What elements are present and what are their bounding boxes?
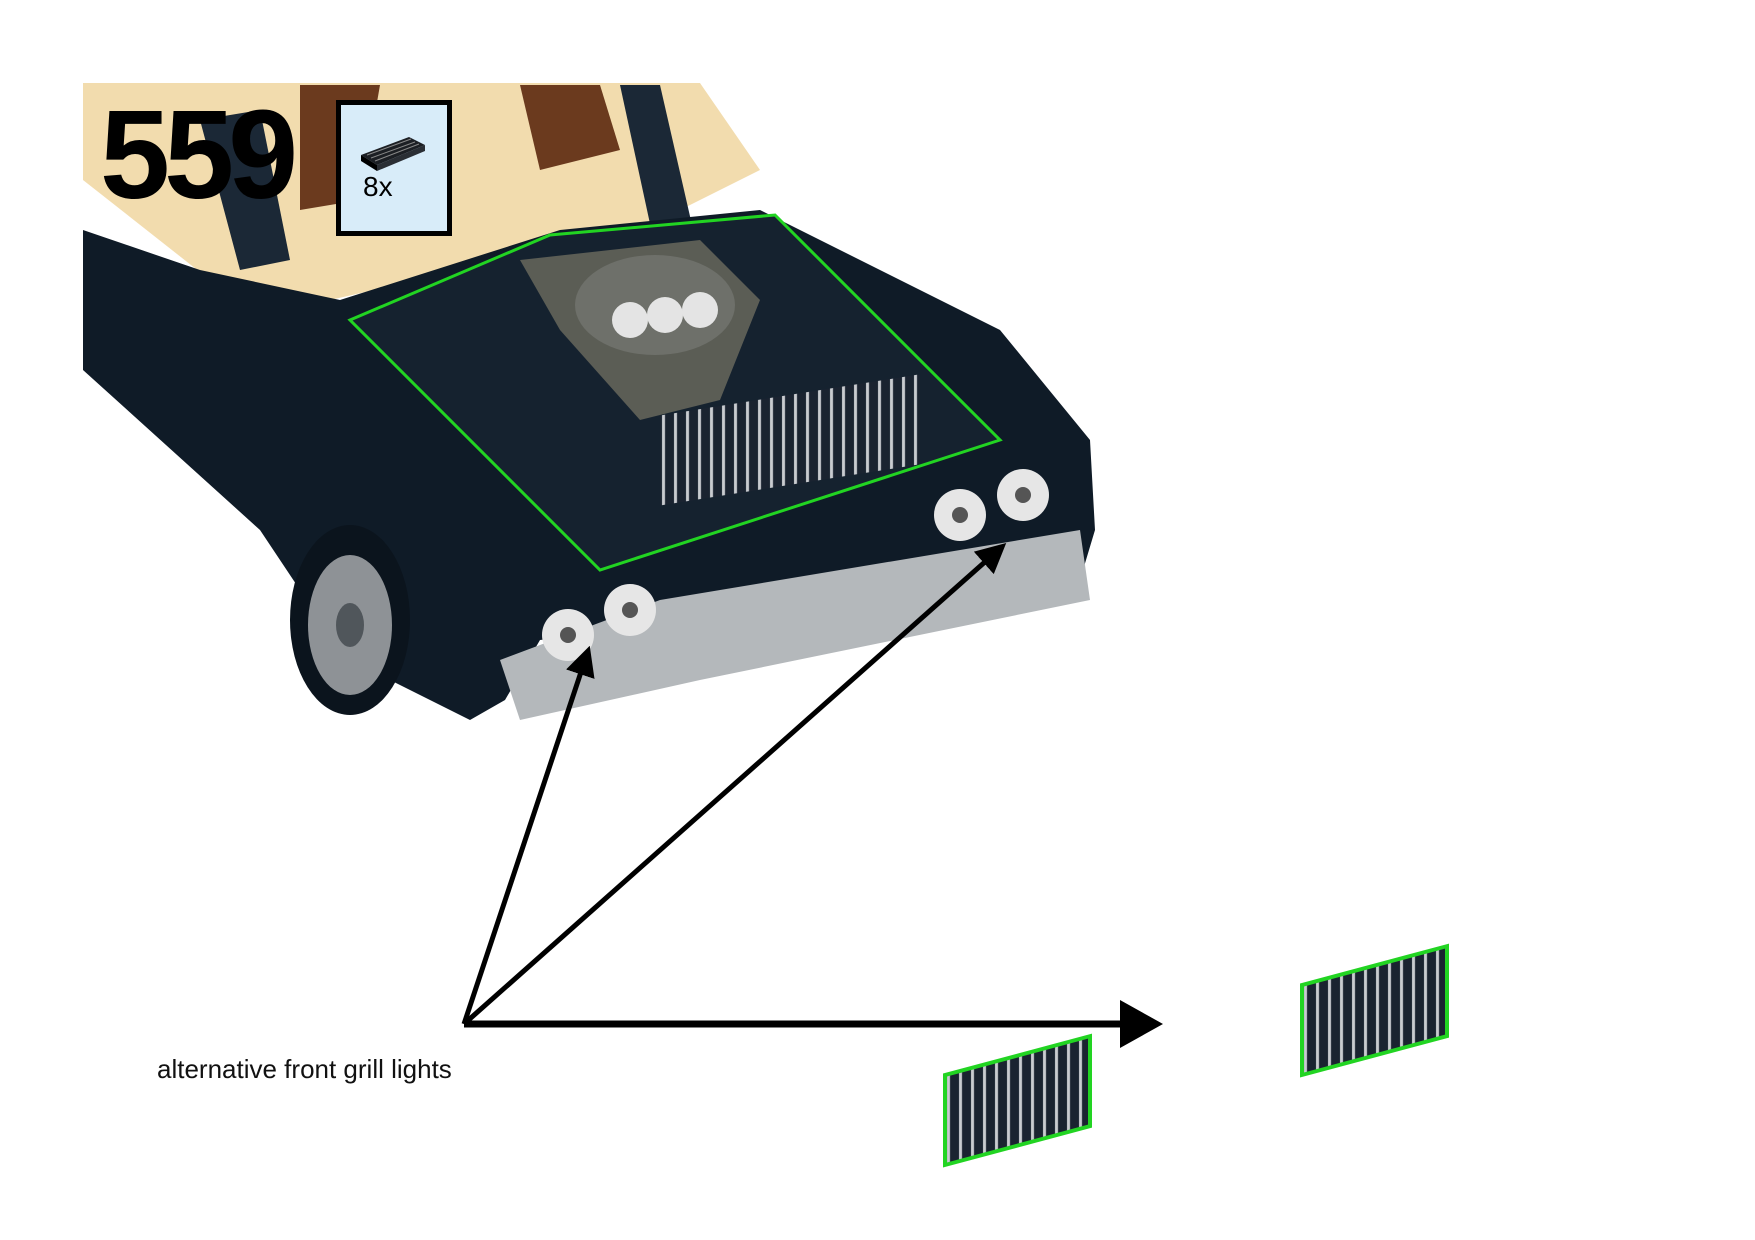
grill-part-small [943,1033,1092,1168]
part-quantity: 8x [363,171,393,202]
arrow-right-lights [462,543,1007,1026]
grill-part-large [1300,943,1449,1078]
grille-tile-part-icon [361,137,425,171]
callout-caption: alternative front grill lights [157,1054,452,1084]
car-body [83,210,1095,720]
arrow-left-lights [461,645,595,1025]
callout-arrows [461,543,1163,1048]
arrow-head-icon [1120,1000,1163,1048]
parts-list-box: 8x [336,100,452,236]
step-number: 559 [100,84,298,225]
